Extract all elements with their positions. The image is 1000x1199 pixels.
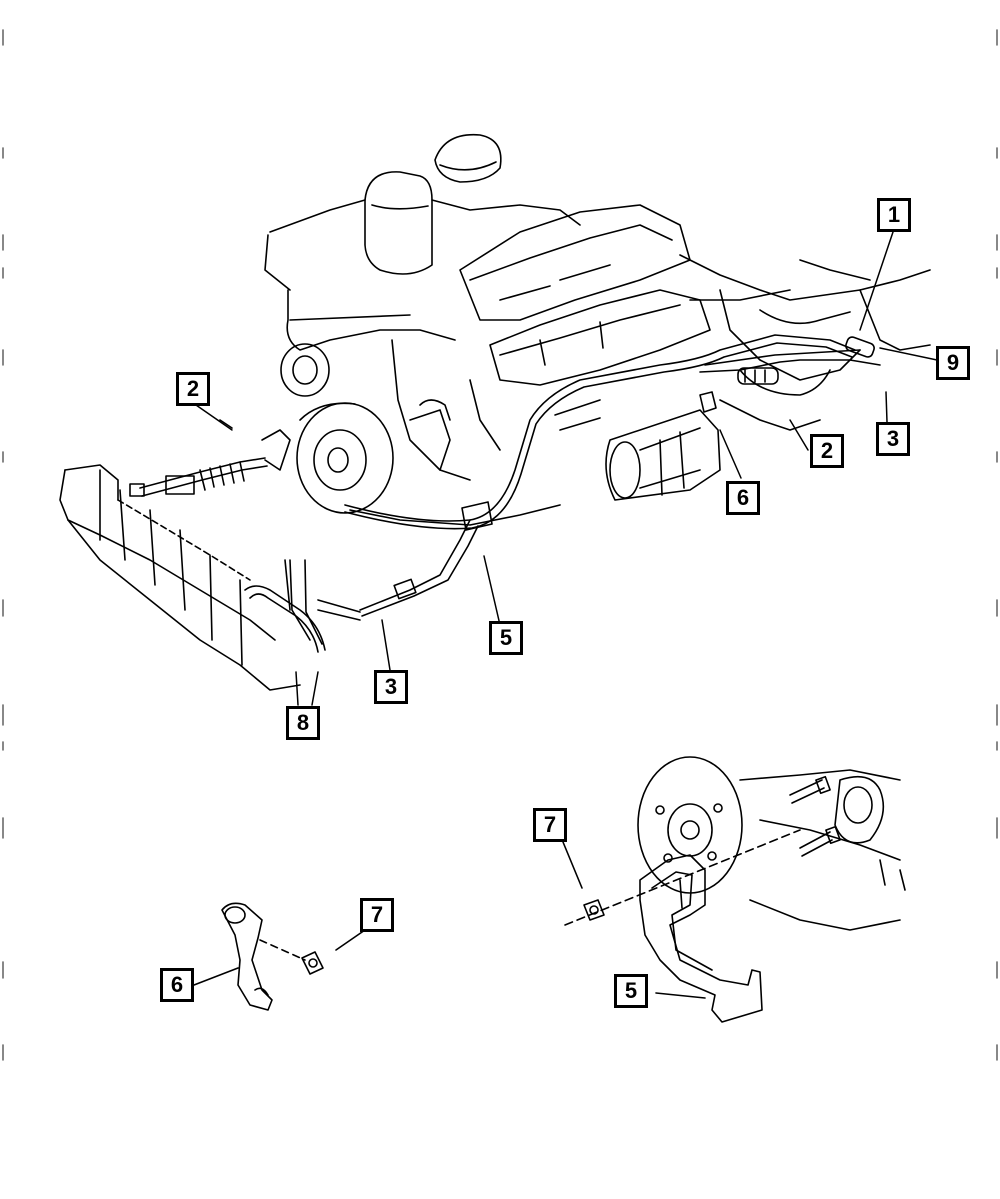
callout-5-detail: 5 [614, 974, 648, 1008]
callout-7-detail-right: 7 [533, 808, 567, 842]
callout-1: 1 [877, 198, 911, 232]
callout-7-detail-left: 7 [360, 898, 394, 932]
edge-registration-marks [2, 29, 998, 1061]
callout-6-detail: 6 [160, 968, 194, 1002]
bracket6-detail-illustration [193, 902, 366, 1011]
callout-5-main: 5 [489, 621, 523, 655]
callout-2-left: 2 [176, 372, 210, 406]
callout-3-right: 3 [876, 422, 910, 456]
callout-9: 9 [936, 346, 970, 380]
radiator-illustration [59, 419, 326, 691]
engine-illustration [264, 133, 931, 526]
callout-2-right: 2 [810, 434, 844, 468]
bracket-detail-illustration [562, 756, 906, 1023]
callout-8: 8 [286, 706, 320, 740]
cooler-lines [317, 334, 881, 621]
callout-6-main: 6 [726, 481, 760, 515]
callout-3-bottom: 3 [374, 670, 408, 704]
leader-lines [195, 231, 938, 706]
